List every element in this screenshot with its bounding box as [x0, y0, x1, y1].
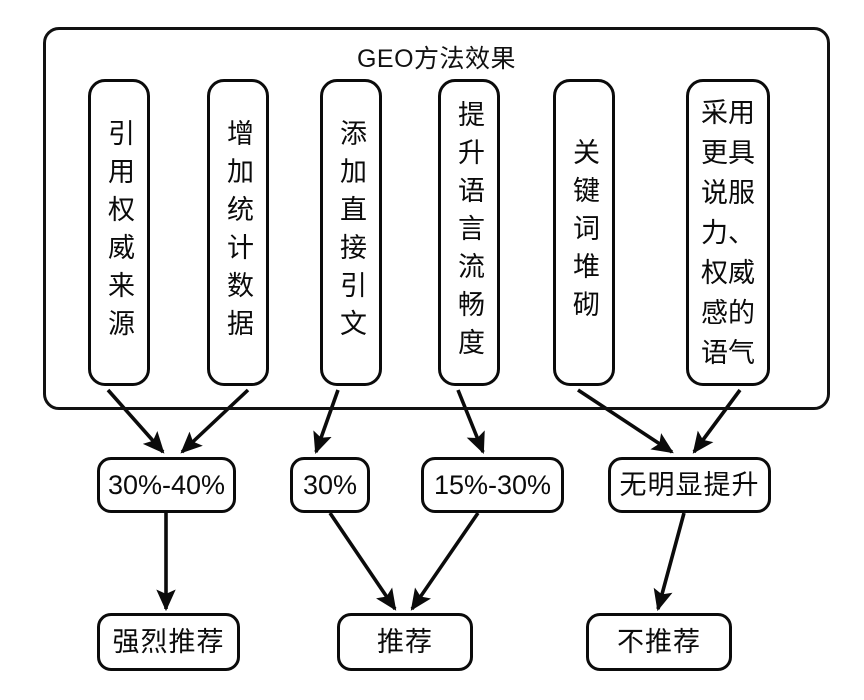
- group-title: GEO方法效果: [356, 45, 517, 73]
- method-box-1[interactable]: 引用权威来源: [88, 79, 150, 386]
- result-box-2-label: 30%: [302, 470, 358, 500]
- method-box-2[interactable]: 增加统计数据: [207, 79, 269, 386]
- method-box-3[interactable]: 添加直接引文: [320, 79, 382, 386]
- edge-r3-c2: [410, 511, 480, 611]
- method-box-4-label: 提升语言流畅度: [454, 99, 484, 366]
- edge-r2-c2: [328, 511, 397, 611]
- edge-r4-c3: [653, 512, 686, 612]
- recommendation-box-1[interactable]: 强烈推荐: [97, 613, 240, 671]
- method-box-5-label: 关键词堆砌: [569, 137, 599, 328]
- method-box-6-label: 采用更具说服力、权威感的语气: [701, 97, 755, 368]
- recommendation-box-2-label: 推荐: [377, 627, 433, 657]
- method-box-2-label: 增加统计数据: [223, 118, 253, 347]
- recommendation-box-1-label: 强烈推荐: [112, 627, 225, 657]
- method-box-5[interactable]: 关键词堆砌: [553, 79, 615, 386]
- result-box-4-label: 无明显提升: [619, 470, 760, 500]
- method-box-6[interactable]: 采用更具说服力、权威感的语气: [686, 79, 770, 386]
- recommendation-box-3[interactable]: 不推荐: [586, 613, 732, 671]
- method-box-4[interactable]: 提升语言流畅度: [438, 79, 500, 386]
- result-box-3-label: 15%-30%: [433, 470, 552, 500]
- result-box-1[interactable]: 30%-40%: [97, 457, 236, 513]
- recommendation-box-2[interactable]: 推荐: [337, 613, 473, 671]
- result-box-2[interactable]: 30%: [290, 457, 370, 513]
- group-container-geo-methods: GEO方法效果: [43, 27, 830, 410]
- recommendation-box-3-label: 不推荐: [617, 627, 701, 657]
- result-box-4[interactable]: 无明显提升: [608, 457, 771, 513]
- result-box-1-label: 30%-40%: [107, 470, 226, 500]
- method-box-1-label: 引用权威来源: [104, 118, 134, 347]
- result-box-3[interactable]: 15%-30%: [421, 457, 564, 513]
- method-box-3-label: 添加直接引文: [336, 118, 366, 347]
